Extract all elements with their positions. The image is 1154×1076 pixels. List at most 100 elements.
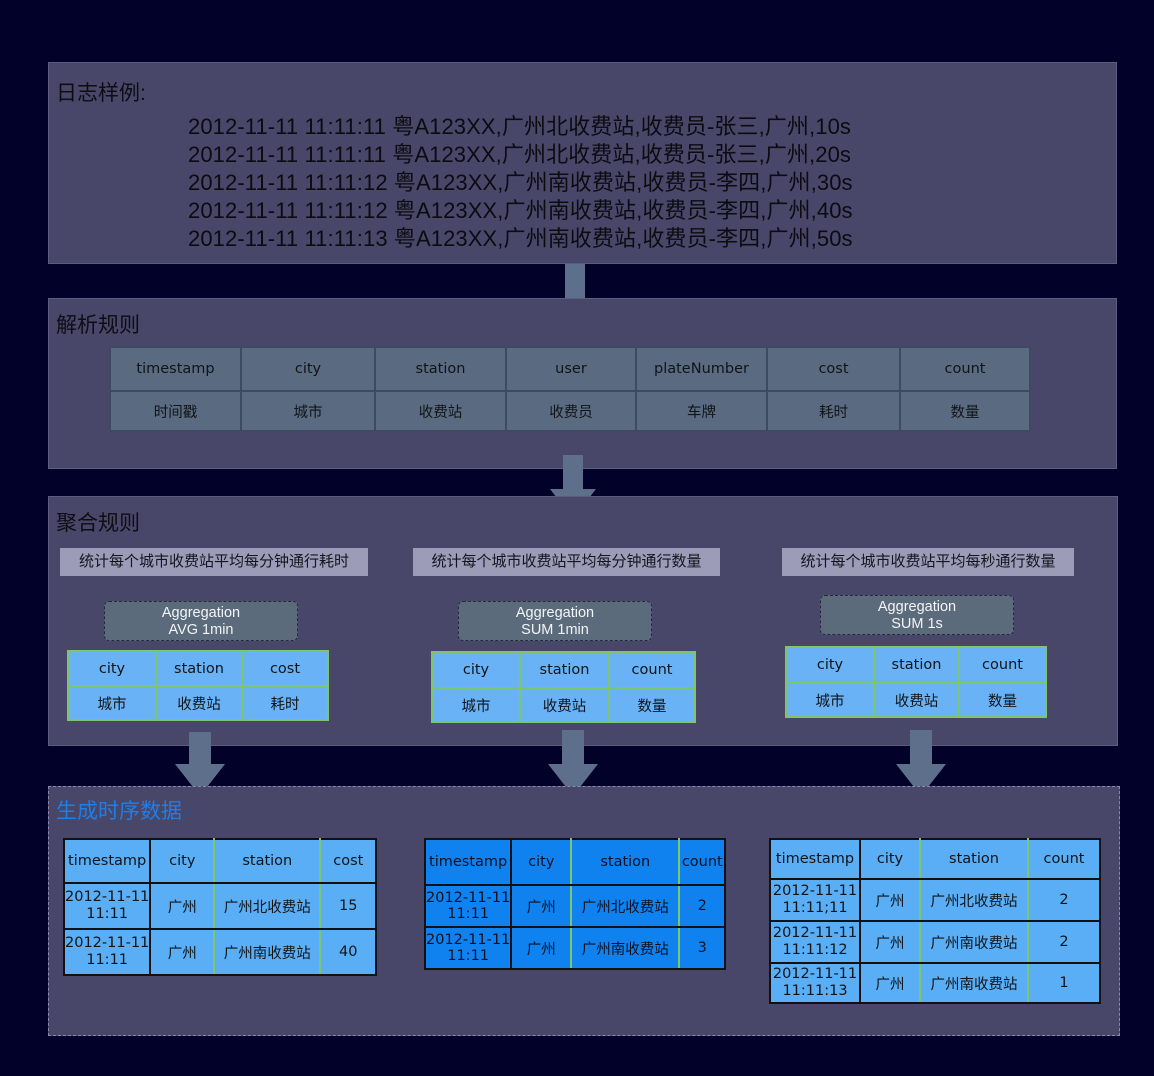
field-name: city: [240, 346, 376, 392]
timestamp-time: 11:11;11: [782, 900, 848, 916]
table-row: timestamp city station user plateNumber …: [109, 346, 1031, 392]
field-name: cost: [766, 346, 901, 392]
field-name: count: [608, 651, 696, 689]
field-name: station: [873, 646, 960, 684]
table-row: 2012-11-11 11:11:12 广州 广州南收费站 2: [769, 920, 1101, 964]
value-cell: 2: [1027, 878, 1101, 922]
field-name: station: [374, 346, 507, 392]
field-name: station: [155, 650, 243, 687]
table-row: 2012-11-11 11:11 广州 广州南收费站 3: [423, 926, 727, 970]
timestamp-cell: 2012-11-11 11:11: [423, 884, 513, 928]
city-cell: 广州: [510, 926, 573, 970]
table-row: 城市 收费站 数量: [785, 682, 1047, 718]
log-line: 2012-11-11 11:11:13 粤A123XX,广州南收费站,收费员-李…: [188, 226, 853, 251]
timestamp-date: 2012-11-11: [426, 932, 511, 948]
aggregation-fields-table: city station count 城市 收费站 数量: [785, 646, 1047, 718]
column-header: cost: [319, 838, 378, 884]
city-cell: 广州: [859, 962, 921, 1004]
aggregation-function-box: Aggregation SUM 1min: [458, 601, 652, 641]
field-name: station: [519, 651, 610, 689]
value-cell: 40: [319, 928, 378, 976]
timestamp-cell: 2012-11-11 11:11:13: [769, 962, 861, 1004]
log-sample-panel: 日志样例: 2012-11-11 11:11:11 粤A123XX,广州北收费站…: [48, 62, 1117, 264]
timestamp-time: 11:11:13: [782, 983, 848, 999]
column-header: city: [859, 838, 921, 880]
aggregation-rule-description: 统计每个城市收费站平均每分钟通行数量: [413, 548, 720, 576]
column-header: count: [678, 838, 727, 886]
aggregation-rule-description: 统计每个城市收费站平均每秒通行数量: [782, 548, 1074, 576]
timestamp-time: 11:11: [86, 952, 129, 968]
timestamp-time: 11:11:12: [782, 942, 848, 958]
aggregation-function: SUM 1min: [521, 622, 589, 638]
flow-arrow-down-icon: [548, 730, 598, 796]
station-cell: 广州南收费站: [919, 920, 1029, 964]
field-name: user: [505, 346, 637, 392]
value-cell: 15: [319, 882, 378, 930]
timestamp-date: 2012-11-11: [772, 925, 858, 941]
station-cell: 广州南收费站: [919, 962, 1029, 1004]
time-series-table: timestamp city station cost 2012-11-11 1…: [62, 838, 378, 976]
aggregation-label: Aggregation: [161, 605, 241, 621]
table-row: 2012-11-11 11:11;11 广州 广州北收费站 2: [769, 878, 1101, 922]
flow-arrow-down-icon: [175, 732, 225, 796]
field-label: 城市: [67, 685, 157, 721]
field-label: 数量: [958, 682, 1047, 718]
log-sample-title: 日志样例:: [56, 82, 146, 105]
column-header: timestamp: [423, 838, 513, 886]
timestamp-date: 2012-11-11: [772, 966, 858, 982]
city-cell: 广州: [510, 884, 573, 928]
timestamp-cell: 2012-11-11 11:11: [62, 882, 152, 930]
table-row: city station count: [785, 646, 1047, 684]
column-header: city: [149, 838, 216, 884]
timestamp-cell: 2012-11-11 11:11: [423, 926, 513, 970]
field-name: timestamp: [109, 346, 242, 392]
timestamp-time: 11:11: [86, 906, 129, 922]
station-cell: 广州南收费站: [570, 926, 681, 970]
table-row: 2012-11-11 11:11:13 广州 广州南收费站 1: [769, 962, 1101, 1004]
parse-rules-panel: 解析规则 timestamp city station user plateNu…: [48, 298, 1117, 469]
aggregation-function: AVG 1min: [168, 622, 234, 638]
table-row: 2012-11-11 11:11 广州 广州北收费站 2: [423, 884, 727, 928]
log-line: 2012-11-11 11:11:12 粤A123XX,广州南收费站,收费员-李…: [188, 170, 853, 195]
aggregation-function-box: Aggregation SUM 1s: [820, 595, 1014, 635]
city-cell: 广州: [149, 882, 216, 930]
field-label: 数量: [608, 687, 696, 723]
table-row: city station cost: [67, 650, 329, 687]
aggregation-rules-panel: 聚合规则 统计每个城市收费站平均每分钟通行耗时 Aggregation AVG …: [48, 496, 1118, 746]
field-label: 耗时: [241, 685, 329, 721]
parse-rules-title: 解析规则: [56, 314, 140, 337]
table-row: city station count: [431, 651, 696, 689]
city-cell: 广州: [859, 920, 921, 964]
table-row: 城市 收费站 耗时: [67, 685, 329, 721]
field-name: count: [899, 346, 1031, 392]
station-cell: 广州北收费站: [570, 884, 681, 928]
timestamp-time: 11:11: [447, 906, 490, 922]
timestamp-cell: 2012-11-11 11:11:12: [769, 920, 861, 964]
timestamp-cell: 2012-11-11 11:11: [62, 928, 152, 976]
field-label: 时间戳: [109, 390, 242, 432]
time-series-table: timestamp city station count 2012-11-11 …: [423, 838, 727, 970]
field-label: 耗时: [766, 390, 901, 432]
field-label: 数量: [899, 390, 1031, 432]
field-label: 收费站: [155, 685, 243, 721]
aggregation-fields-table: city station count 城市 收费站 数量: [431, 651, 696, 723]
field-label: 城市: [785, 682, 875, 718]
field-label: 收费站: [873, 682, 960, 718]
column-header: count: [1027, 838, 1101, 880]
field-name: plateNumber: [635, 346, 768, 392]
value-cell: 1: [1027, 962, 1101, 1004]
aggregation-rules-title: 聚合规则: [56, 512, 140, 535]
table-row: timestamp city station count: [769, 838, 1101, 880]
city-cell: 广州: [149, 928, 216, 976]
timestamp-date: 2012-11-11: [772, 883, 858, 899]
column-header: city: [510, 838, 573, 886]
station-cell: 广州北收费站: [919, 878, 1029, 922]
field-name: cost: [241, 650, 329, 687]
aggregation-function-box: Aggregation AVG 1min: [104, 601, 298, 641]
time-series-title: 生成时序数据: [56, 800, 182, 823]
field-label: 城市: [431, 687, 521, 723]
table-row: 城市 收费站 数量: [431, 687, 696, 723]
field-name: city: [67, 650, 157, 687]
timestamp-cell: 2012-11-11 11:11;11: [769, 878, 861, 922]
value-cell: 3: [678, 926, 727, 970]
